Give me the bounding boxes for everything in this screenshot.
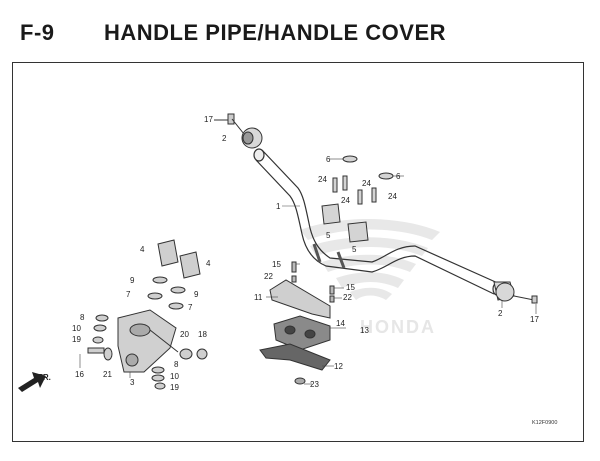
callout: 24 [388, 192, 397, 201]
callout: 4 [140, 245, 145, 254]
callout: 11 [254, 293, 263, 302]
callout: 16 [75, 370, 84, 379]
handle-weight-right [493, 281, 538, 304]
callout: 24 [362, 179, 371, 188]
callout: 12 [334, 362, 343, 371]
callout: 5 [352, 245, 357, 254]
callout: 4 [206, 259, 211, 268]
callout: 6 [396, 172, 401, 181]
top-bridge [117, 309, 179, 373]
callouts: 17 2 1 6 6 24 24 24 24 5 5 4 4 9 9 7 7 8… [72, 115, 539, 392]
callout: 22 [264, 272, 273, 281]
callout: 15 [272, 260, 281, 269]
callout: 14 [336, 319, 345, 328]
callout: 9 [130, 276, 135, 285]
callout: 23 [310, 380, 319, 389]
callout: 18 [198, 330, 207, 339]
left-hardware [87, 314, 208, 390]
callout: 10 [72, 324, 81, 333]
leader-lines [79, 158, 537, 385]
callout: 2 [498, 309, 503, 318]
callout: 9 [194, 290, 199, 299]
honda-wing-watermark [300, 218, 440, 300]
callout: 7 [126, 290, 131, 299]
callout: 17 [204, 115, 213, 124]
handle-cover-parts [259, 261, 335, 385]
callout: 22 [343, 293, 352, 302]
callout: 19 [170, 383, 179, 392]
callout: 3 [130, 378, 135, 387]
callout: 19 [72, 335, 81, 344]
upper-holders [321, 155, 394, 243]
callout: 21 [103, 370, 112, 379]
callout: 17 [530, 315, 539, 324]
callout: 13 [360, 326, 369, 335]
page-header: F-9 HANDLE PIPE/HANDLE COVER [0, 0, 600, 62]
callout: 24 [318, 175, 327, 184]
callout: 15 [346, 283, 355, 292]
drawing-number: K12F0900 [532, 420, 557, 426]
callout: 5 [326, 231, 331, 240]
callout: 24 [341, 196, 350, 205]
callout: 7 [188, 303, 193, 312]
diagram-frame [12, 62, 584, 442]
figure-title: HANDLE PIPE/HANDLE COVER [104, 20, 447, 45]
callout: 8 [80, 313, 85, 322]
callout: 6 [326, 155, 331, 164]
fr-arrow-icon [18, 372, 46, 392]
callout: 8 [174, 360, 179, 369]
fr-label: FR. [38, 373, 51, 382]
callout: 1 [276, 202, 281, 211]
figure-code: F-9 [20, 20, 55, 45]
callout: 2 [222, 134, 227, 143]
callout: 20 [180, 330, 189, 339]
lower-holders [147, 239, 201, 310]
callout: 10 [170, 372, 179, 381]
honda-watermark-text: HONDA [360, 317, 436, 337]
handle-weight-left [214, 113, 263, 149]
